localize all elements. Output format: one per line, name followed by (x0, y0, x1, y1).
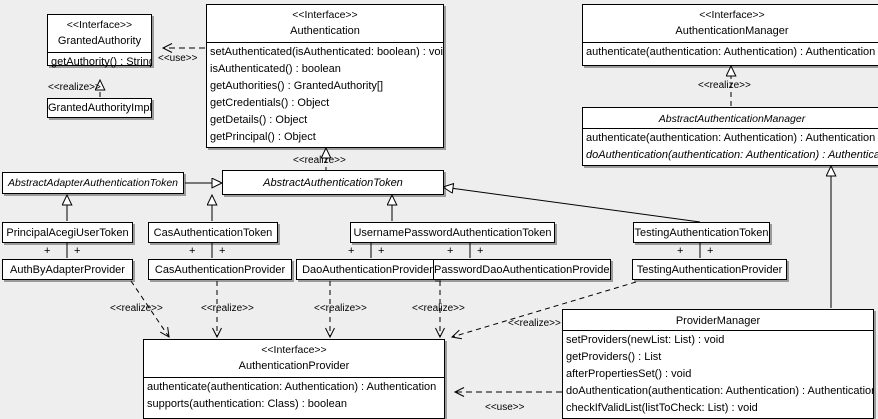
label-realize-authbyadapter: <<realize>> (110, 303, 163, 314)
label-use-authentication-grantedauthority: <<use>> (158, 53, 198, 64)
class-dao-authentication-provider[interactable]: DaoAuthenticationProvider (296, 259, 439, 280)
class-authentication-provider[interactable]: <<Interface>> AuthenticationProvider aut… (143, 339, 445, 419)
operation: getAuthority() : String (51, 56, 151, 68)
class-authentication-operations: setAuthenticated(isAuthenticated: boolea… (207, 42, 443, 148)
operation: authenticate(authentication: Authenticat… (586, 132, 876, 144)
class-name: AuthenticationManager (675, 25, 789, 37)
label-realize-cas: <<realize>> (201, 303, 254, 314)
label-realize-authenticationmanager: <<realize>> (698, 80, 751, 91)
label-use-providermanager: <<use>> (485, 402, 525, 413)
stereotype-interface: <<Interface>> (699, 9, 765, 21)
label-realize-dao: <<realize>> (314, 303, 367, 314)
operation: setProviders(newList: List) : void (566, 334, 725, 346)
operation: getPrincipal() : Object (210, 131, 316, 143)
class-username-password-authentication-token[interactable]: UsernamePasswordAuthenticationToken (350, 222, 555, 243)
label-realize-passworddao: <<realize>> (412, 303, 465, 314)
operation: authenticate(authentication: Authenticat… (147, 381, 437, 393)
operation: getDetails() : Object (210, 114, 308, 126)
multiplicity-dao-left: + (348, 245, 355, 257)
multiplicity-principal-left: + (44, 245, 51, 257)
multiplicity-principal-right: + (74, 245, 81, 257)
class-provider-manager-operations: setProviders(newList: List) : void getPr… (563, 330, 873, 419)
class-authentication-provider-header: <<Interface>> AuthenticationProvider (144, 340, 444, 377)
label-realize-testing: <<realize>> (508, 318, 561, 329)
operation: setAuthenticated(isAuthenticated: boolea… (210, 46, 443, 58)
class-authentication[interactable]: <<Interface>> Authentication setAuthenti… (206, 4, 444, 148)
class-granted-authority-header: <<Interface>> GrantedAuthority (48, 15, 151, 52)
multiplicity-cas-left: + (189, 245, 196, 257)
operation: getProviders() : List (566, 351, 662, 363)
operation: authenticate(authentication: Authenticat… (586, 46, 876, 58)
operation: checkIfValidList(listToCheck: List) : vo… (566, 402, 758, 414)
stereotype-interface: <<Interface>> (292, 9, 358, 21)
class-auth-by-adapter-provider[interactable]: AuthByAdapterProvider (2, 259, 133, 280)
class-granted-authority-operations: getAuthority() : String (48, 52, 151, 73)
edge-generalize-testingauthenticationtoken (443, 187, 701, 223)
class-abstract-authentication-manager-header: AbstractAuthenticationManager (658, 113, 806, 125)
operation: getAuthorities() : GrantedAuthority[] (210, 80, 384, 92)
stereotype-interface: <<Interface>> (66, 19, 133, 31)
class-password-dao-authentication-provider[interactable]: PasswordDaoAuthenticationProvider (433, 259, 611, 280)
operation-abstract: doAuthentication(authentication: Authent… (586, 149, 878, 161)
operation: afterPropertiesSet() : void (566, 368, 692, 380)
class-name: AuthenticationProvider (238, 360, 350, 372)
class-authentication-manager-operations: authenticate(authentication: Authenticat… (583, 42, 878, 63)
class-abstract-authentication-manager[interactable]: AbstractAuthenticationManager authentica… (582, 107, 878, 166)
operation: getCredentials() : Object (210, 97, 330, 109)
class-abstract-adapter-authentication-token[interactable]: AbstractAdapterAuthenticationToken (2, 172, 184, 194)
class-testing-authentication-token[interactable]: TestingAuthenticationToken (633, 222, 770, 243)
class-granted-authority-impl[interactable]: GrantedAuthorityImpl (47, 98, 152, 118)
class-provider-manager[interactable]: ProviderManager setProviders(newList: Li… (562, 309, 874, 419)
class-authentication-manager[interactable]: <<Interface>> AuthenticationManager auth… (582, 4, 878, 66)
class-cas-authentication-provider[interactable]: CasAuthenticationProvider (148, 259, 292, 280)
stereotype-interface: <<Interface>> (261, 344, 327, 356)
class-authentication-header: <<Interface>> Authentication (207, 5, 443, 42)
multiplicity-passworddao-left: + (447, 245, 454, 257)
multiplicity-testing-left: + (677, 245, 684, 257)
class-abstract-authentication-manager-operations: authenticate(authentication: Authenticat… (583, 128, 878, 166)
label-realize-abstractauthenticationtoken: <<realize>> (293, 155, 346, 166)
multiplicity-passworddao-right: + (477, 245, 484, 257)
class-name: Authentication (290, 25, 360, 37)
multiplicity-dao-right: + (378, 245, 385, 257)
class-cas-authentication-token[interactable]: CasAuthenticationToken (148, 222, 278, 243)
class-authentication-manager-header: <<Interface>> AuthenticationManager (583, 5, 878, 42)
operation: isAuthenticated() : boolean (210, 63, 341, 75)
label-realize-grantedauthorityimpl: <<realize>> (48, 82, 101, 93)
multiplicity-cas-right: + (219, 245, 226, 257)
multiplicity-testing-right: + (707, 245, 714, 257)
class-abstract-authentication-token[interactable]: AbstractAuthenticationToken (222, 170, 444, 195)
operation: supports(authentication: Class) : boolea… (147, 398, 347, 410)
class-provider-manager-header: ProviderManager (675, 315, 761, 327)
class-authentication-provider-operations: authenticate(authentication: Authenticat… (144, 377, 444, 415)
class-testing-authentication-provider[interactable]: TestingAuthenticationProvider (632, 259, 787, 280)
class-name: GrantedAuthority (57, 35, 142, 47)
operation: doAuthentication(authentication: Authent… (566, 385, 873, 397)
class-principal-acegi-user-token[interactable]: PrincipalAcegiUserToken (2, 222, 133, 243)
class-granted-authority[interactable]: <<Interface>> GrantedAuthority getAuthor… (47, 14, 152, 68)
